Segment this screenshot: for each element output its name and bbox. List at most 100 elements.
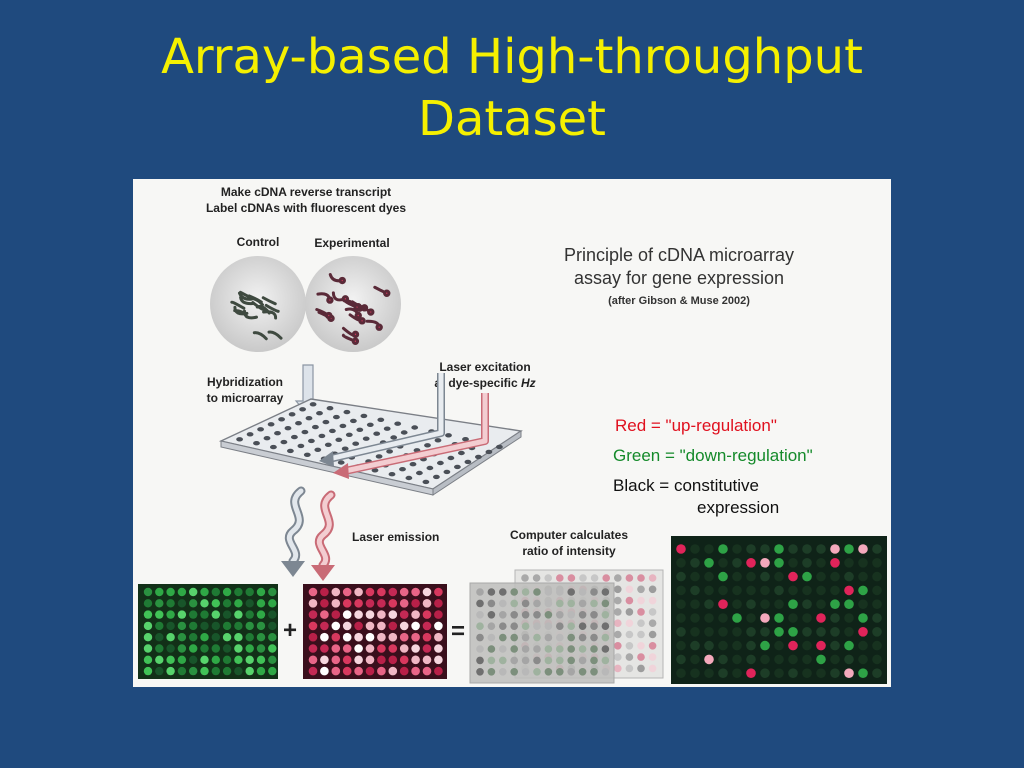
slide-spot	[246, 432, 254, 437]
result-spot	[802, 544, 812, 554]
result-spot	[774, 640, 784, 651]
green-spot	[166, 621, 175, 631]
slide-spot	[458, 450, 465, 456]
red-spot	[411, 666, 420, 676]
green-spot	[234, 610, 243, 619]
overlay-spot	[578, 611, 587, 619]
green-spot	[200, 610, 209, 619]
red-spot	[342, 632, 352, 642]
overlay-spot	[533, 588, 541, 596]
green-spot	[200, 621, 209, 631]
step1-text-line-2: Label cDNAs with fluorescent dyes	[206, 201, 406, 215]
overlay-spot	[510, 622, 518, 630]
overlay-spot	[601, 633, 610, 642]
red-spot	[342, 666, 352, 676]
result-spot	[760, 627, 770, 637]
green-spot	[234, 655, 243, 664]
overlay-spot	[521, 599, 530, 608]
slide-spot	[295, 421, 302, 426]
overlay-spot	[625, 619, 634, 627]
slide-spot	[329, 428, 336, 434]
green-spot	[245, 655, 254, 664]
overlay-spot	[544, 645, 553, 653]
result-spot	[718, 599, 728, 609]
result-spot	[690, 599, 700, 609]
result-spot	[872, 613, 882, 623]
overlay-spot	[648, 642, 657, 650]
red-spot	[342, 587, 352, 597]
result-spot	[760, 668, 770, 678]
red-spot	[411, 632, 420, 642]
result-spot	[676, 654, 686, 665]
result-spot	[746, 654, 756, 665]
result-spot	[816, 668, 826, 678]
red-spot	[388, 644, 398, 653]
slide-spot	[386, 449, 393, 454]
overlay-spot	[567, 611, 575, 619]
overlay-spot	[533, 668, 541, 676]
slide-spot	[424, 443, 431, 448]
result-spot	[774, 544, 784, 554]
green-spot	[268, 610, 277, 619]
overlay-spot	[499, 668, 507, 676]
overlay-spot	[625, 574, 634, 582]
result-spot	[746, 640, 756, 651]
green-spot	[234, 587, 243, 597]
overlay-spot	[578, 656, 587, 665]
red-array	[303, 584, 447, 679]
overlay-spot	[578, 599, 587, 608]
red-spot	[399, 621, 409, 631]
result-array	[671, 536, 887, 684]
red-spot	[365, 621, 375, 631]
green-spot	[166, 610, 175, 619]
result-spot	[704, 613, 714, 623]
red-spot	[354, 599, 363, 608]
overlay-spot	[567, 656, 575, 665]
red-spot	[434, 587, 443, 597]
overlay-spot	[533, 611, 541, 619]
slide-spot	[309, 402, 317, 407]
result-spot	[690, 627, 700, 637]
overlay-spot	[614, 653, 622, 661]
slide-spot	[308, 438, 315, 444]
result-spot	[774, 585, 784, 596]
green-spot	[245, 599, 254, 608]
green-spot	[256, 633, 266, 642]
overlay-spot	[510, 633, 518, 642]
overlay-arrays	[469, 569, 664, 684]
green-spot	[200, 599, 209, 608]
red-spot	[411, 655, 420, 665]
result-spot	[802, 627, 812, 637]
green-spot	[143, 666, 153, 676]
overlay-spot	[499, 599, 507, 608]
result-spot	[704, 558, 714, 568]
result-spot	[732, 544, 742, 554]
green-spot	[222, 599, 232, 608]
green-spot	[177, 610, 187, 619]
step1-text-line-1: Make cDNA reverse transcript	[221, 185, 391, 199]
red-spot	[365, 666, 375, 676]
slide-spot	[324, 442, 332, 447]
green-spot	[211, 621, 220, 631]
green-spot	[245, 610, 254, 619]
slide-spot	[405, 475, 413, 481]
red-spot	[331, 644, 341, 653]
green-spot	[256, 599, 266, 608]
result-spot	[774, 668, 784, 678]
result-spot	[858, 599, 868, 609]
red-spot	[331, 587, 341, 597]
overlay-spot	[544, 633, 553, 642]
red-spot	[399, 610, 409, 619]
green-spot	[143, 587, 153, 597]
cdna-molecule	[255, 304, 271, 315]
green-spot	[189, 633, 198, 642]
red-spot	[411, 599, 420, 608]
overlay-spot	[601, 656, 610, 665]
slide-spot	[333, 414, 340, 420]
result-spot	[830, 571, 840, 582]
result-spot	[816, 558, 826, 568]
slide-spot	[305, 416, 313, 421]
overlay-spot	[510, 645, 518, 653]
slide-spot	[433, 474, 440, 480]
result-spot	[844, 558, 854, 568]
